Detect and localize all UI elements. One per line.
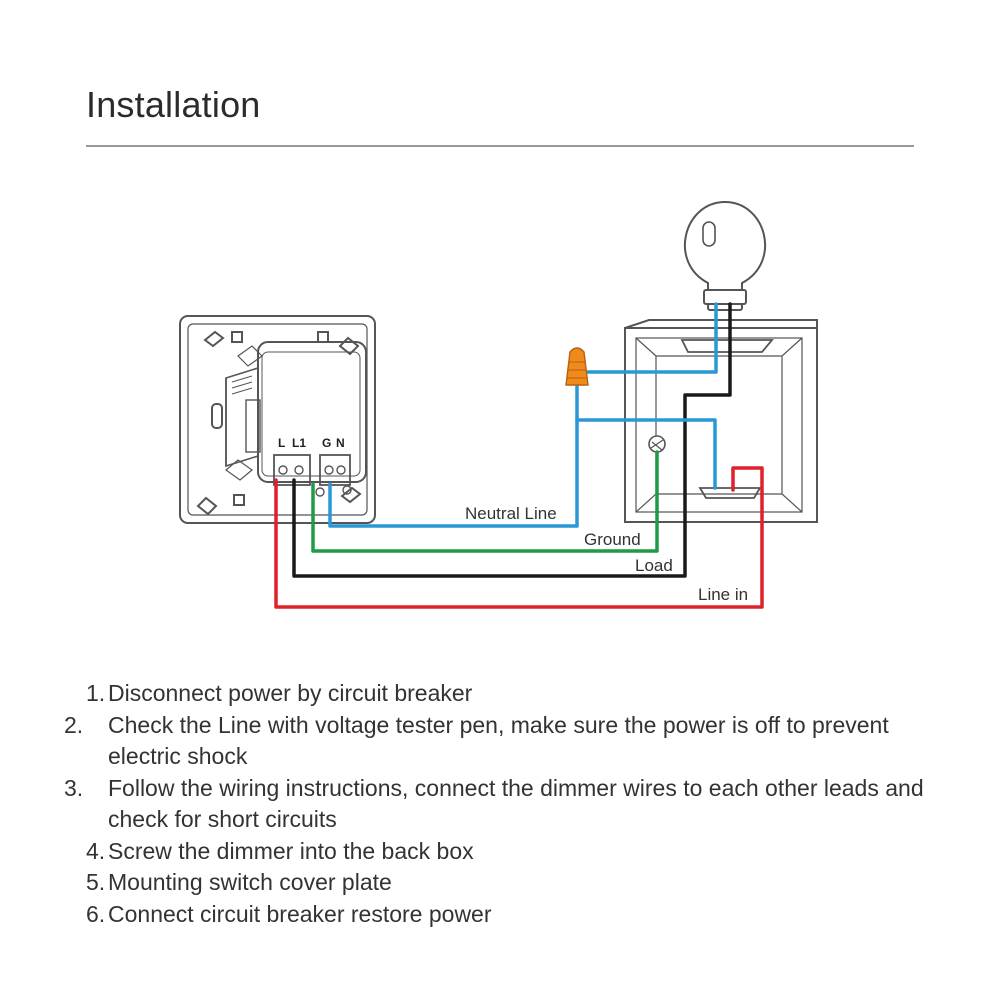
- title-divider: [86, 145, 914, 147]
- neutral-wire: [328, 383, 579, 528]
- neutral-wire-to-bulb: [584, 302, 718, 374]
- terminal-label-n: N: [336, 436, 345, 450]
- line-in-wire: [274, 466, 764, 609]
- load-label: Load: [635, 556, 673, 575]
- wire-nut-icon: [565, 347, 589, 386]
- neutral-wire-to-box: [575, 418, 717, 490]
- junction-box-icon: [624, 319, 818, 523]
- ground-label: Ground: [584, 530, 641, 549]
- wiring-diagram: L L1 G N Neu: [179, 200, 818, 609]
- list-item: 6.Connect circuit breaker restore power: [86, 900, 492, 927]
- installation-steps: 1.Disconnect power by circuit breaker 2.…: [64, 678, 946, 930]
- ground-wire: [311, 450, 659, 553]
- line-in-label: Line in: [698, 585, 748, 604]
- page-title: Installation: [86, 84, 261, 125]
- list-item: 3.Follow the wiring instructions, connec…: [64, 774, 924, 833]
- ground-screw-icon: [648, 435, 666, 453]
- list-item: 4.Screw the dimmer into the back box: [86, 837, 474, 864]
- list-item: 1.Disconnect power by circuit breaker: [86, 680, 473, 706]
- terminal-label-g: G: [322, 436, 331, 450]
- list-item: 5.Mounting switch cover plate: [86, 869, 392, 895]
- list-item: 2.Check the Line with voltage tester pen…: [64, 711, 889, 770]
- neutral-line-label: Neutral Line: [465, 504, 557, 523]
- terminal-label-l: L: [278, 436, 285, 450]
- load-wire: [292, 302, 732, 578]
- terminal-label-l1: L1: [292, 436, 306, 450]
- bulb-icon: [683, 200, 767, 311]
